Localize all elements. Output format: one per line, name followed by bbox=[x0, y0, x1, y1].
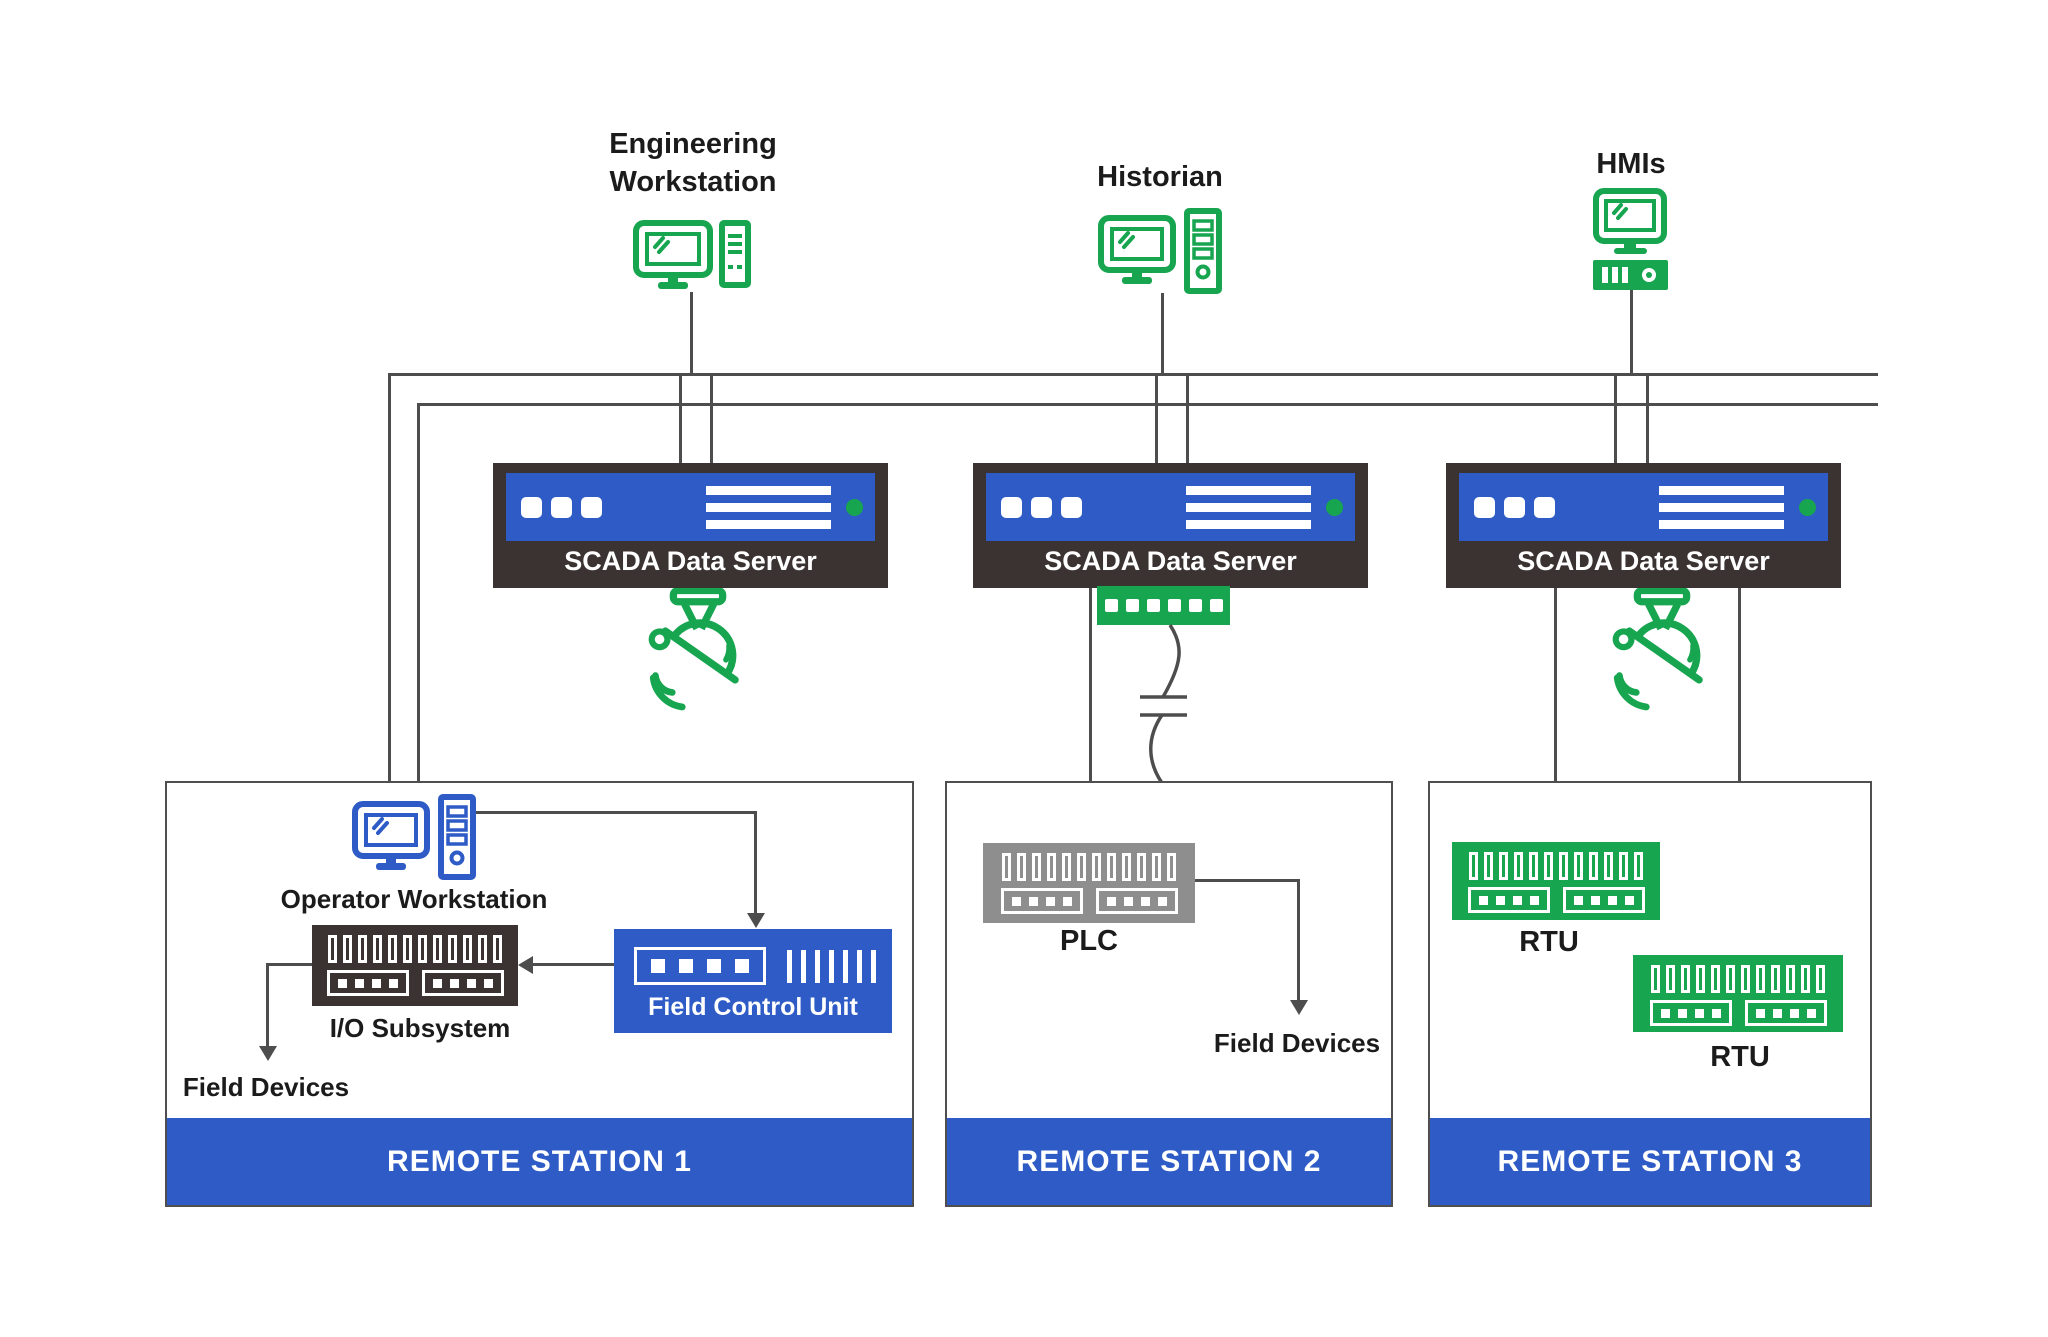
hmi-icon bbox=[1593, 188, 1669, 292]
io-subsystem-label: I/O Subsystem bbox=[329, 1013, 511, 1043]
satellite-dish-icon bbox=[1606, 588, 1718, 714]
comm-module bbox=[1097, 586, 1230, 625]
plc-module bbox=[983, 843, 1195, 923]
field-devices-label: Field Devices bbox=[182, 1072, 350, 1102]
io-subsystem-module bbox=[312, 925, 518, 1006]
plc-label: PLC bbox=[1060, 925, 1118, 957]
server-3-to-rtu-2-line bbox=[1738, 588, 1741, 957]
bus-1-drop-to-station-1 bbox=[388, 373, 391, 781]
hmis-label: HMIs bbox=[1596, 148, 1666, 180]
server-2-uplink-b bbox=[1186, 373, 1189, 463]
workstation-to-fcu-line-h bbox=[476, 811, 757, 814]
io-to-field-devices-line-h bbox=[266, 963, 312, 966]
remote-station-3-title: REMOTE STATION 3 bbox=[1497, 1144, 1803, 1178]
fcu-port-block bbox=[634, 947, 766, 985]
server-status-led bbox=[1326, 498, 1343, 516]
engineering-workstation-icon bbox=[633, 220, 753, 294]
radio-link-line bbox=[1120, 600, 1210, 790]
server-3-to-rtu-1-line bbox=[1554, 588, 1557, 844]
engineering-workstation-drop-line bbox=[690, 292, 693, 373]
server-3-uplink-b bbox=[1646, 373, 1649, 463]
rtu-2-label: RTU bbox=[1710, 1041, 1770, 1073]
server-drive-bays bbox=[1001, 496, 1082, 518]
engineering-workstation-label-line1: Engineering bbox=[609, 128, 777, 160]
server-vent-bars bbox=[706, 485, 831, 529]
server-status-led bbox=[846, 498, 863, 516]
remote-station-1-title: REMOTE STATION 1 bbox=[387, 1144, 692, 1178]
server-1-label: SCADA Data Server bbox=[564, 546, 817, 576]
server-status-led bbox=[1799, 498, 1816, 516]
fcu-vent-bars bbox=[787, 949, 876, 983]
scada-data-server-2: SCADA Data Server bbox=[973, 463, 1368, 588]
historian-label: Historian bbox=[1097, 161, 1223, 193]
remote-station-2-footer: REMOTE STATION 2 bbox=[947, 1118, 1391, 1205]
hmi-drop-line bbox=[1630, 290, 1633, 373]
scada-data-server-1: SCADA Data Server bbox=[493, 463, 888, 588]
server-2-uplink-a bbox=[1155, 373, 1158, 463]
server-front-panel bbox=[986, 473, 1355, 541]
server-3-label: SCADA Data Server bbox=[1517, 546, 1770, 576]
fcu-to-io-arrow bbox=[518, 956, 533, 974]
fcu-faceplate bbox=[634, 947, 876, 985]
rtu-module-2 bbox=[1633, 955, 1843, 1032]
bus-2-drop-to-station-1 bbox=[417, 403, 420, 781]
operator-workstation-icon bbox=[352, 794, 476, 880]
server-1-uplink-a bbox=[679, 373, 682, 463]
server-front-panel bbox=[1459, 473, 1828, 541]
rtu-module-1 bbox=[1452, 842, 1660, 920]
remote-station-2-title: REMOTE STATION 2 bbox=[1016, 1144, 1322, 1178]
plc-to-field-devices-line-v bbox=[1297, 879, 1300, 1002]
engineering-workstation-label-line2: Workstation bbox=[609, 166, 777, 199]
server-drive-bays bbox=[521, 496, 602, 518]
server-drive-bays bbox=[1474, 496, 1555, 518]
historian-drop-line bbox=[1161, 293, 1164, 373]
server-2-to-plc-line bbox=[1089, 588, 1092, 845]
remote-station-1-footer: REMOTE STATION 1 bbox=[167, 1118, 912, 1205]
server-front-panel bbox=[506, 473, 875, 541]
server-vent-bars bbox=[1186, 485, 1311, 529]
field-control-unit-label: Field Control Unit bbox=[648, 993, 858, 1021]
network-bus-line-2 bbox=[417, 403, 1878, 406]
field-control-unit: Field Control Unit bbox=[614, 929, 892, 1033]
operator-workstation-label: Operator Workstation bbox=[280, 884, 548, 914]
server-vent-bars bbox=[1659, 485, 1784, 529]
plc-to-field-devices-line-h bbox=[1195, 879, 1300, 882]
plc-to-field-devices-arrow bbox=[1290, 1000, 1308, 1015]
workstation-to-fcu-line-v bbox=[754, 811, 757, 916]
io-to-field-devices-line-v bbox=[266, 963, 269, 1048]
server-2-label: SCADA Data Server bbox=[1044, 546, 1297, 576]
engineering-workstation-label: Engineering Workstation bbox=[609, 125, 777, 202]
server-1-uplink-b bbox=[710, 373, 713, 463]
historian-icon bbox=[1098, 208, 1222, 294]
workstation-to-fcu-arrow bbox=[747, 913, 765, 928]
scada-data-server-3: SCADA Data Server bbox=[1446, 463, 1841, 588]
io-to-field-devices-arrow bbox=[259, 1046, 277, 1061]
rtu-1-label: RTU bbox=[1519, 926, 1579, 958]
remote-station-3-footer: REMOTE STATION 3 bbox=[1430, 1118, 1870, 1205]
server-3-uplink-a bbox=[1614, 373, 1617, 463]
field-devices-label: Field Devices bbox=[1213, 1028, 1381, 1058]
network-bus-line-1 bbox=[388, 373, 1878, 376]
satellite-dish-icon bbox=[642, 588, 754, 714]
fcu-to-io-line bbox=[531, 963, 614, 966]
